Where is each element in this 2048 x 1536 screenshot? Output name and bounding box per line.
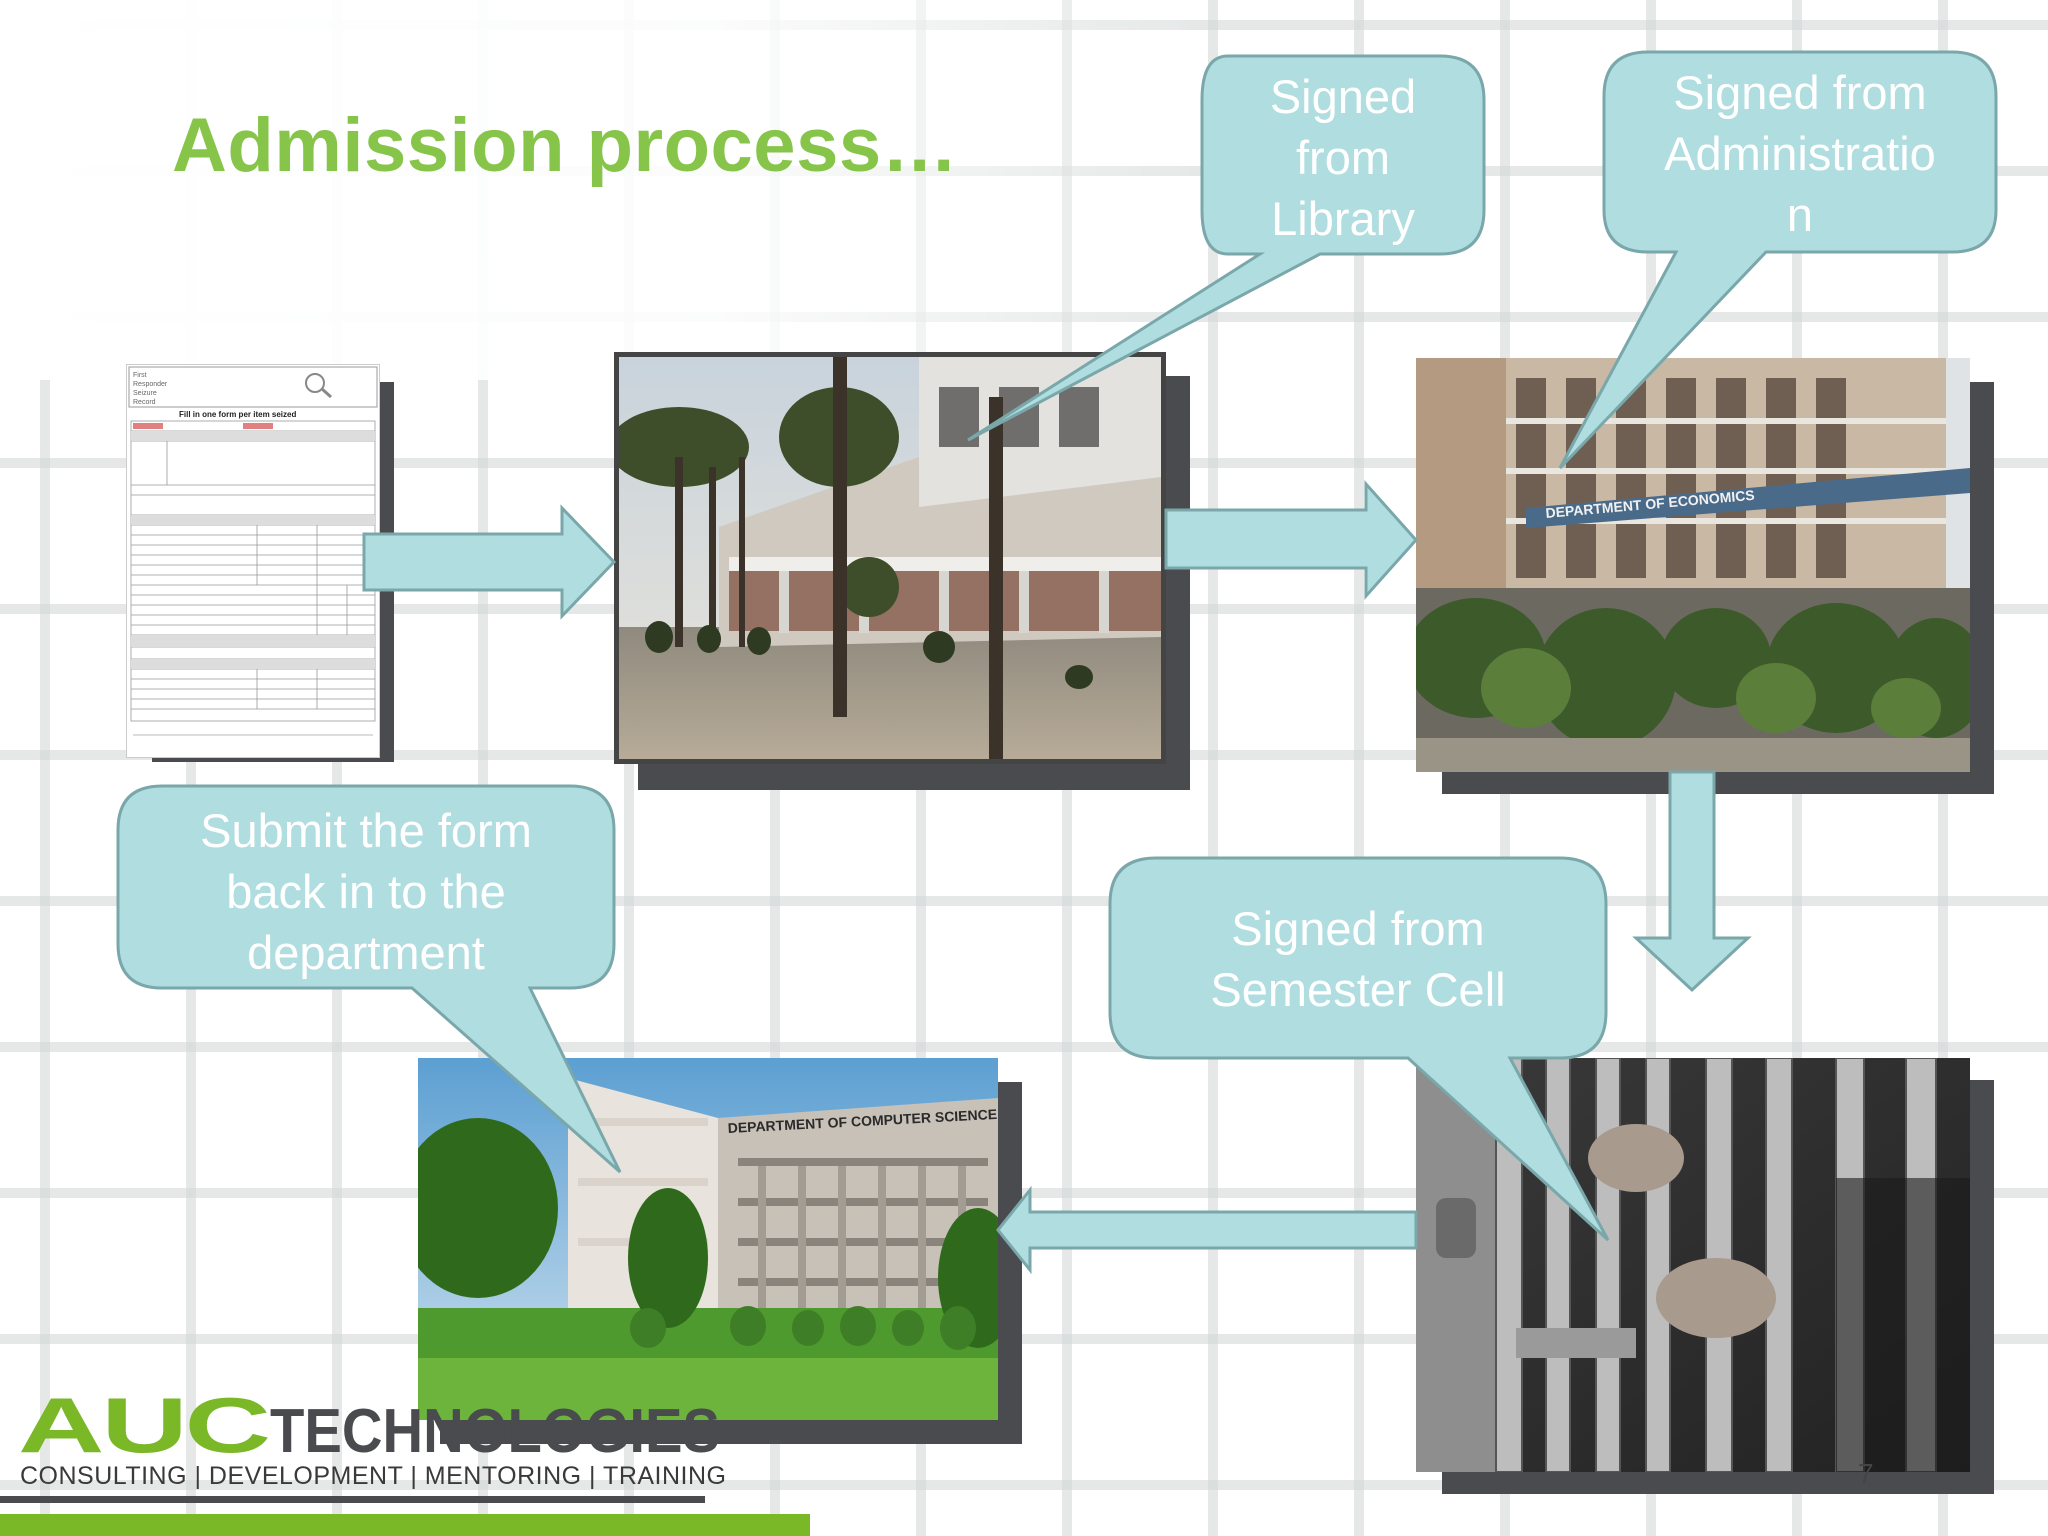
logo-mark: AUC: [18, 1390, 269, 1460]
arrow-library-to-administration: [1164, 480, 1419, 600]
form-header-1: First: [133, 372, 147, 379]
callout-administration-text: Signed from Administratio n: [1664, 66, 1936, 241]
form-document: First Responder Seizure Record Fill in o…: [126, 364, 380, 758]
callout-department: Submit the form back in to the departmen…: [118, 800, 614, 983]
logo-word: TECHNOLOGIES: [270, 1397, 718, 1460]
form-heading: Fill in one form per item seized: [179, 410, 296, 419]
callout-administration-shape: [1558, 50, 1998, 470]
arrow-semester-to-department: [996, 1185, 1418, 1275]
callout-department-text: Submit the form back in to the departmen…: [200, 804, 532, 979]
callout-semester-text: Signed from Semester Cell: [1210, 902, 1506, 1016]
callout-semester-cell: Signed from Semester Cell: [1110, 898, 1606, 1020]
callout-administration: Signed from Administratio n: [1604, 62, 1996, 245]
economics-photo-graphic: DEPARTMENT OF ECONOMICS: [1416, 358, 1970, 772]
arrow-administration-to-semester: [1632, 770, 1752, 993]
computer-science-photo-graphic: DEPARTMENT OF COMPUTER SCIENCE: [418, 1058, 998, 1420]
callout-department-shape: [116, 784, 622, 1174]
logo-graphic: AUC TECHNOLOGIES: [18, 1381, 720, 1469]
company-logo: AUC TECHNOLOGIES: [18, 1381, 720, 1469]
callout-library: Signed from Library: [1202, 66, 1484, 249]
arrow-form-to-library: [362, 504, 617, 620]
footer-green-bar: [0, 1514, 810, 1536]
page-number: 7: [1858, 1458, 1874, 1489]
callout-library-text: Signed from Library: [1269, 70, 1417, 245]
slide-title: Admission process…: [172, 103, 959, 188]
background-fade: [0, 0, 1200, 380]
magnifier-icon: [305, 373, 325, 393]
form-header-4: Record: [133, 399, 156, 406]
form-document-graphic: First Responder Seizure Record Fill in o…: [128, 366, 378, 736]
form-header-2: Responder: [133, 381, 168, 388]
library-photo: [614, 352, 1166, 764]
callout-semester-shape: [1108, 856, 1610, 1242]
form-header-3: Seizure: [133, 390, 157, 397]
economics-photo: DEPARTMENT OF ECONOMICS: [1416, 358, 1970, 772]
library-photo-graphic: [619, 357, 1161, 759]
computer-science-photo: DEPARTMENT OF COMPUTER SCIENCE: [418, 1058, 998, 1420]
logo-tagline: CONSULTING | DEVELOPMENT | MENTORING | T…: [20, 1462, 727, 1490]
callout-library-shape: [967, 54, 1486, 442]
footer-dark-strip: [0, 1496, 705, 1503]
